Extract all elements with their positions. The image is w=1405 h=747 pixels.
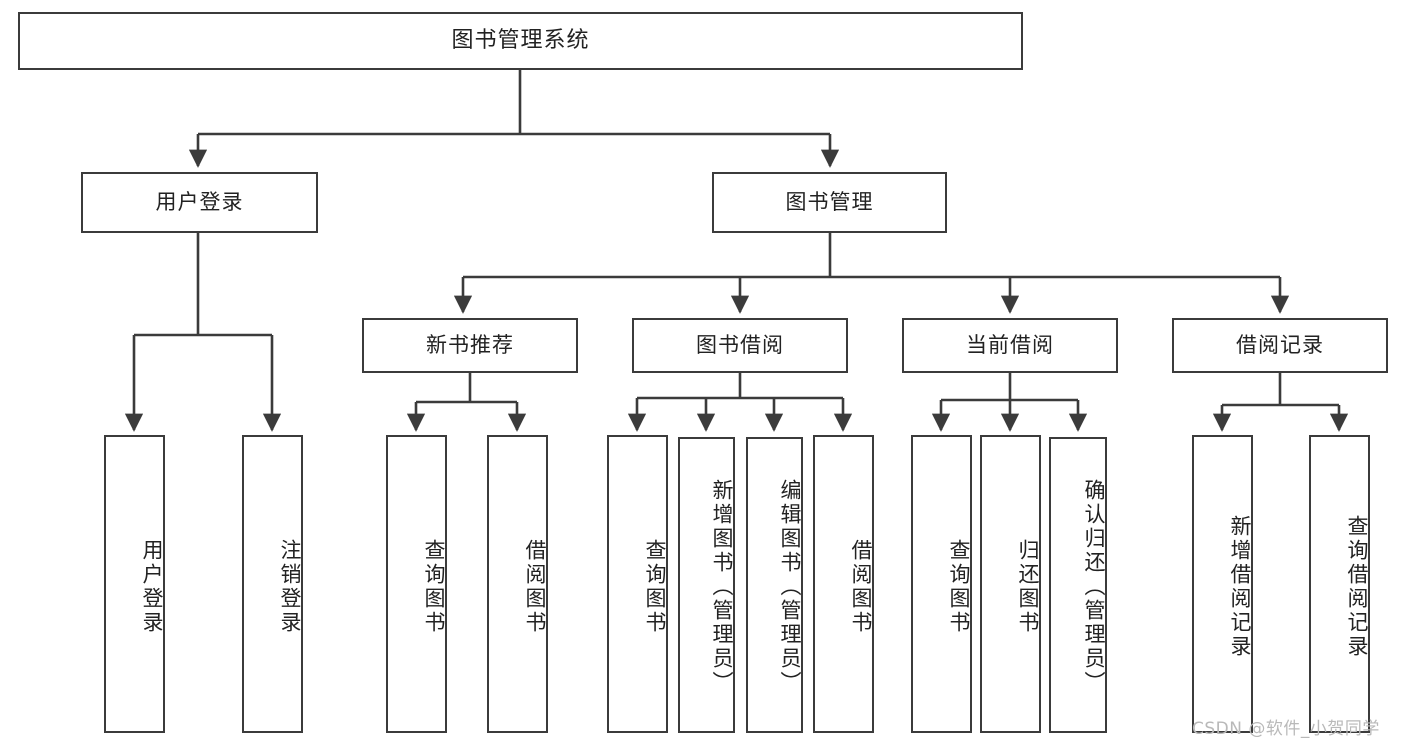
node-leaf-query-book-3[interactable]: 查询图书 [911, 435, 972, 733]
node-leaf-confirm-return[interactable]: 确认归还（管理员） [1049, 437, 1107, 733]
node-leaf-add-book[interactable]: 新增图书（管理员） [678, 437, 735, 733]
node-borrow-record-label: 借阅记录 [1236, 332, 1324, 357]
node-leaf-query-book-3-label: 查询图书 [947, 539, 971, 635]
node-current-borrow-label: 当前借阅 [966, 332, 1054, 357]
node-root-system[interactable]: 图书管理系统 [18, 12, 1023, 70]
node-leaf-user-login[interactable]: 用户登录 [104, 435, 165, 733]
node-leaf-user-login-label: 用户登录 [140, 539, 164, 635]
node-user-login-label: 用户登录 [155, 189, 244, 214]
node-leaf-edit-book[interactable]: 编辑图书（管理员） [746, 437, 803, 733]
node-book-borrow[interactable]: 图书借阅 [632, 318, 848, 373]
node-leaf-add-record[interactable]: 新增借阅记录 [1192, 435, 1253, 733]
node-new-book-rec-label: 新书推荐 [426, 332, 514, 357]
node-leaf-return-book[interactable]: 归还图书 [980, 435, 1041, 733]
node-book-manage[interactable]: 图书管理 [712, 172, 947, 233]
node-leaf-logout[interactable]: 注销登录 [242, 435, 303, 733]
node-root-system-label: 图书管理系统 [451, 27, 590, 53]
node-leaf-add-record-label: 新增借阅记录 [1228, 515, 1252, 659]
node-borrow-record[interactable]: 借阅记录 [1172, 318, 1388, 373]
node-leaf-query-book-2-label: 查询图书 [643, 539, 667, 635]
node-new-book-rec[interactable]: 新书推荐 [362, 318, 578, 373]
node-leaf-borrow-book-1[interactable]: 借阅图书 [487, 435, 548, 733]
node-leaf-query-record[interactable]: 查询借阅记录 [1309, 435, 1370, 733]
node-leaf-confirm-return-label: 确认归还（管理员） [1082, 478, 1106, 695]
node-leaf-query-record-label: 查询借阅记录 [1345, 515, 1369, 659]
node-book-borrow-label: 图书借阅 [696, 332, 784, 357]
node-leaf-borrow-book-1-label: 借阅图书 [523, 539, 547, 635]
node-leaf-borrow-book-2[interactable]: 借阅图书 [813, 435, 874, 733]
node-user-login[interactable]: 用户登录 [81, 172, 318, 233]
node-leaf-borrow-book-2-label: 借阅图书 [849, 539, 873, 635]
node-leaf-add-book-label: 新增图书（管理员） [710, 478, 734, 695]
node-leaf-logout-label: 注销登录 [278, 539, 302, 635]
node-leaf-query-book-1[interactable]: 查询图书 [386, 435, 447, 733]
node-leaf-return-book-label: 归还图书 [1016, 539, 1040, 635]
node-leaf-query-book-2[interactable]: 查询图书 [607, 435, 668, 733]
watermark-text: CSDN @软件_小贺同学 [1192, 719, 1380, 739]
node-book-manage-label: 图书管理 [785, 189, 874, 214]
node-leaf-query-book-1-label: 查询图书 [422, 539, 446, 635]
node-leaf-edit-book-label: 编辑图书（管理员） [778, 478, 802, 695]
node-current-borrow[interactable]: 当前借阅 [902, 318, 1118, 373]
